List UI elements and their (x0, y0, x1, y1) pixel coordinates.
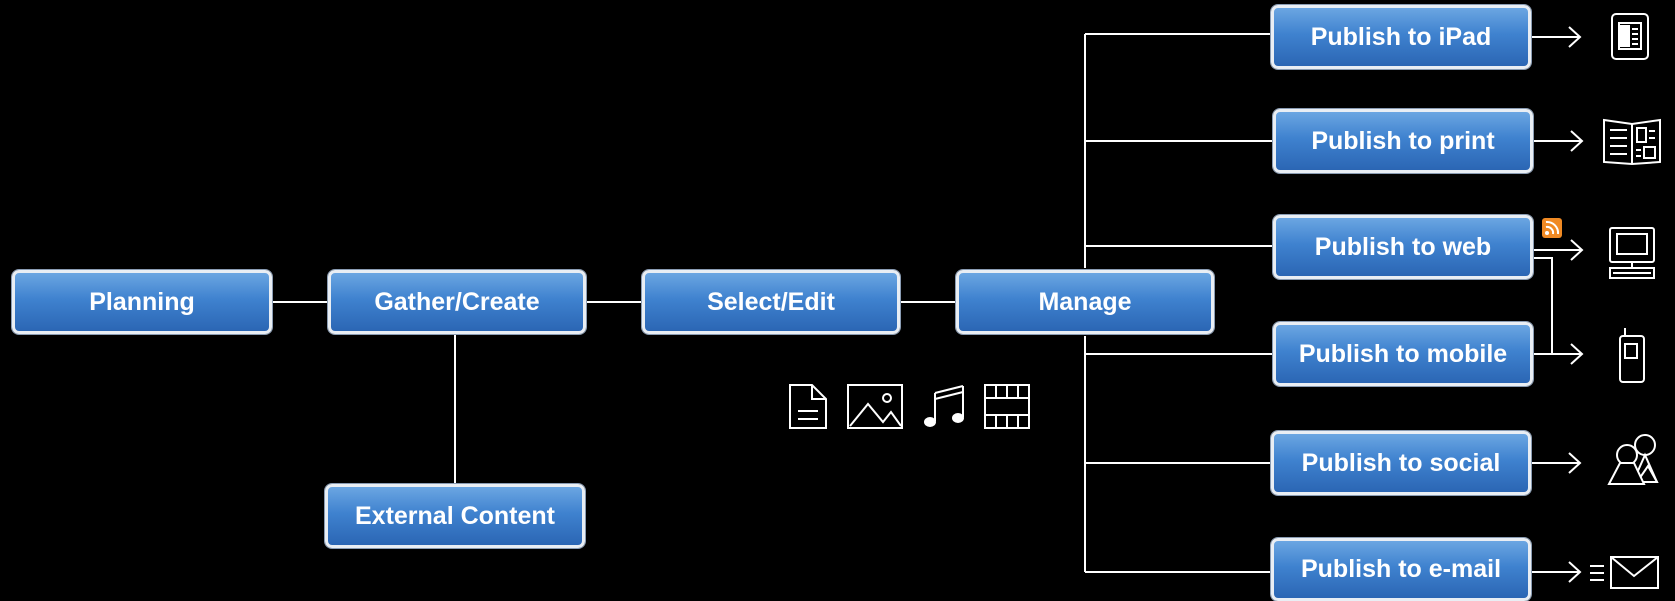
people-icon (1607, 434, 1659, 485)
select-edit-node[interactable]: Select/Edit (642, 270, 900, 334)
gather-create-node[interactable]: Gather/Create (328, 270, 586, 334)
envelope-icon (1590, 556, 1659, 589)
publish-mobile-node[interactable]: Publish to mobile (1273, 322, 1533, 386)
publish-ipad-node[interactable]: Publish to iPad (1271, 5, 1531, 69)
computer-icon (1609, 227, 1655, 279)
publish-web-node[interactable]: Publish to web (1273, 215, 1533, 279)
music-icon (924, 385, 964, 427)
manage-node[interactable]: Manage (956, 270, 1214, 334)
video-icon (984, 384, 1030, 429)
external-content-node[interactable]: External Content (325, 484, 585, 548)
rss-icon (1542, 218, 1562, 238)
planning-node[interactable]: Planning (12, 270, 272, 334)
mobile-phone-icon (1619, 328, 1645, 383)
publish-email-node[interactable]: Publish to e-mail (1271, 538, 1531, 601)
publish-social-node[interactable]: Publish to social (1271, 431, 1531, 495)
document-icon (789, 384, 827, 429)
tablet-icon (1611, 13, 1649, 60)
newspaper-icon (1603, 118, 1661, 166)
image-icon (847, 384, 903, 429)
publish-print-node[interactable]: Publish to print (1273, 109, 1533, 173)
